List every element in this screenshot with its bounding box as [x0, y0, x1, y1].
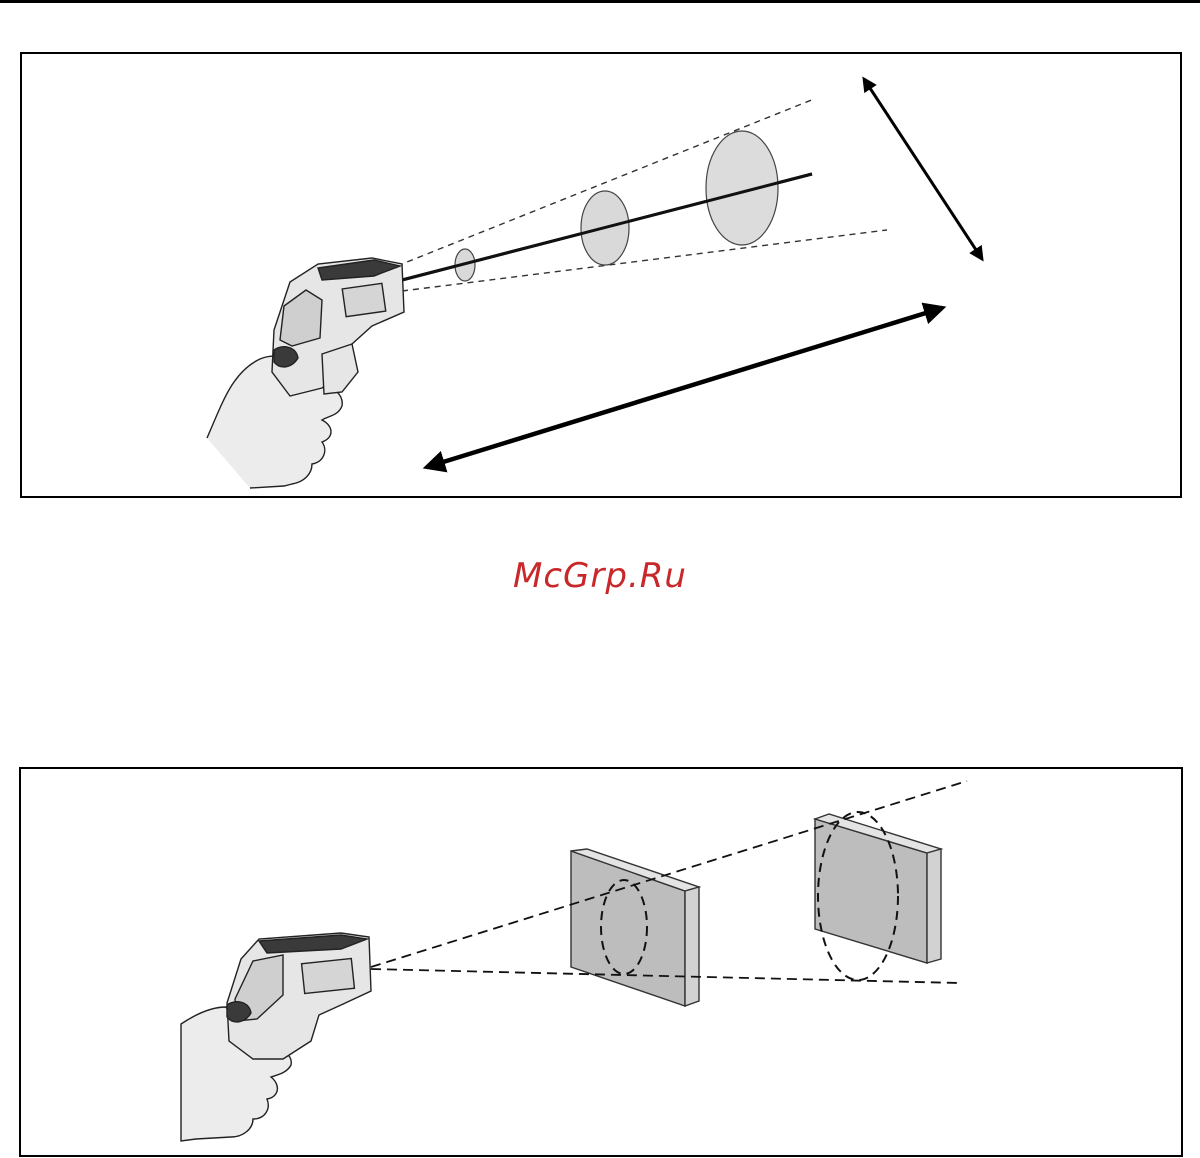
thermometer-in-hand: [207, 258, 404, 488]
top-rule: [0, 0, 1200, 3]
thermometer-side-window: [302, 958, 355, 993]
watermark: McGrp.Ru: [0, 556, 1200, 596]
target-size-figure: [19, 767, 1183, 1157]
distance-to-spot-diagram: [22, 54, 1180, 496]
thermometer-side-window: [342, 283, 386, 316]
spot-large: [706, 131, 778, 245]
target-panel-far: [815, 814, 941, 963]
distance-to-spot-figure: [20, 52, 1182, 498]
spot-diameter-arrow: [864, 79, 982, 259]
thermometer-grip: [322, 344, 358, 394]
target-size-diagram: [21, 769, 1181, 1155]
distance-arrow: [427, 308, 942, 467]
target-panel-near: [571, 849, 699, 1006]
thermometer-in-hand: [181, 933, 371, 1141]
